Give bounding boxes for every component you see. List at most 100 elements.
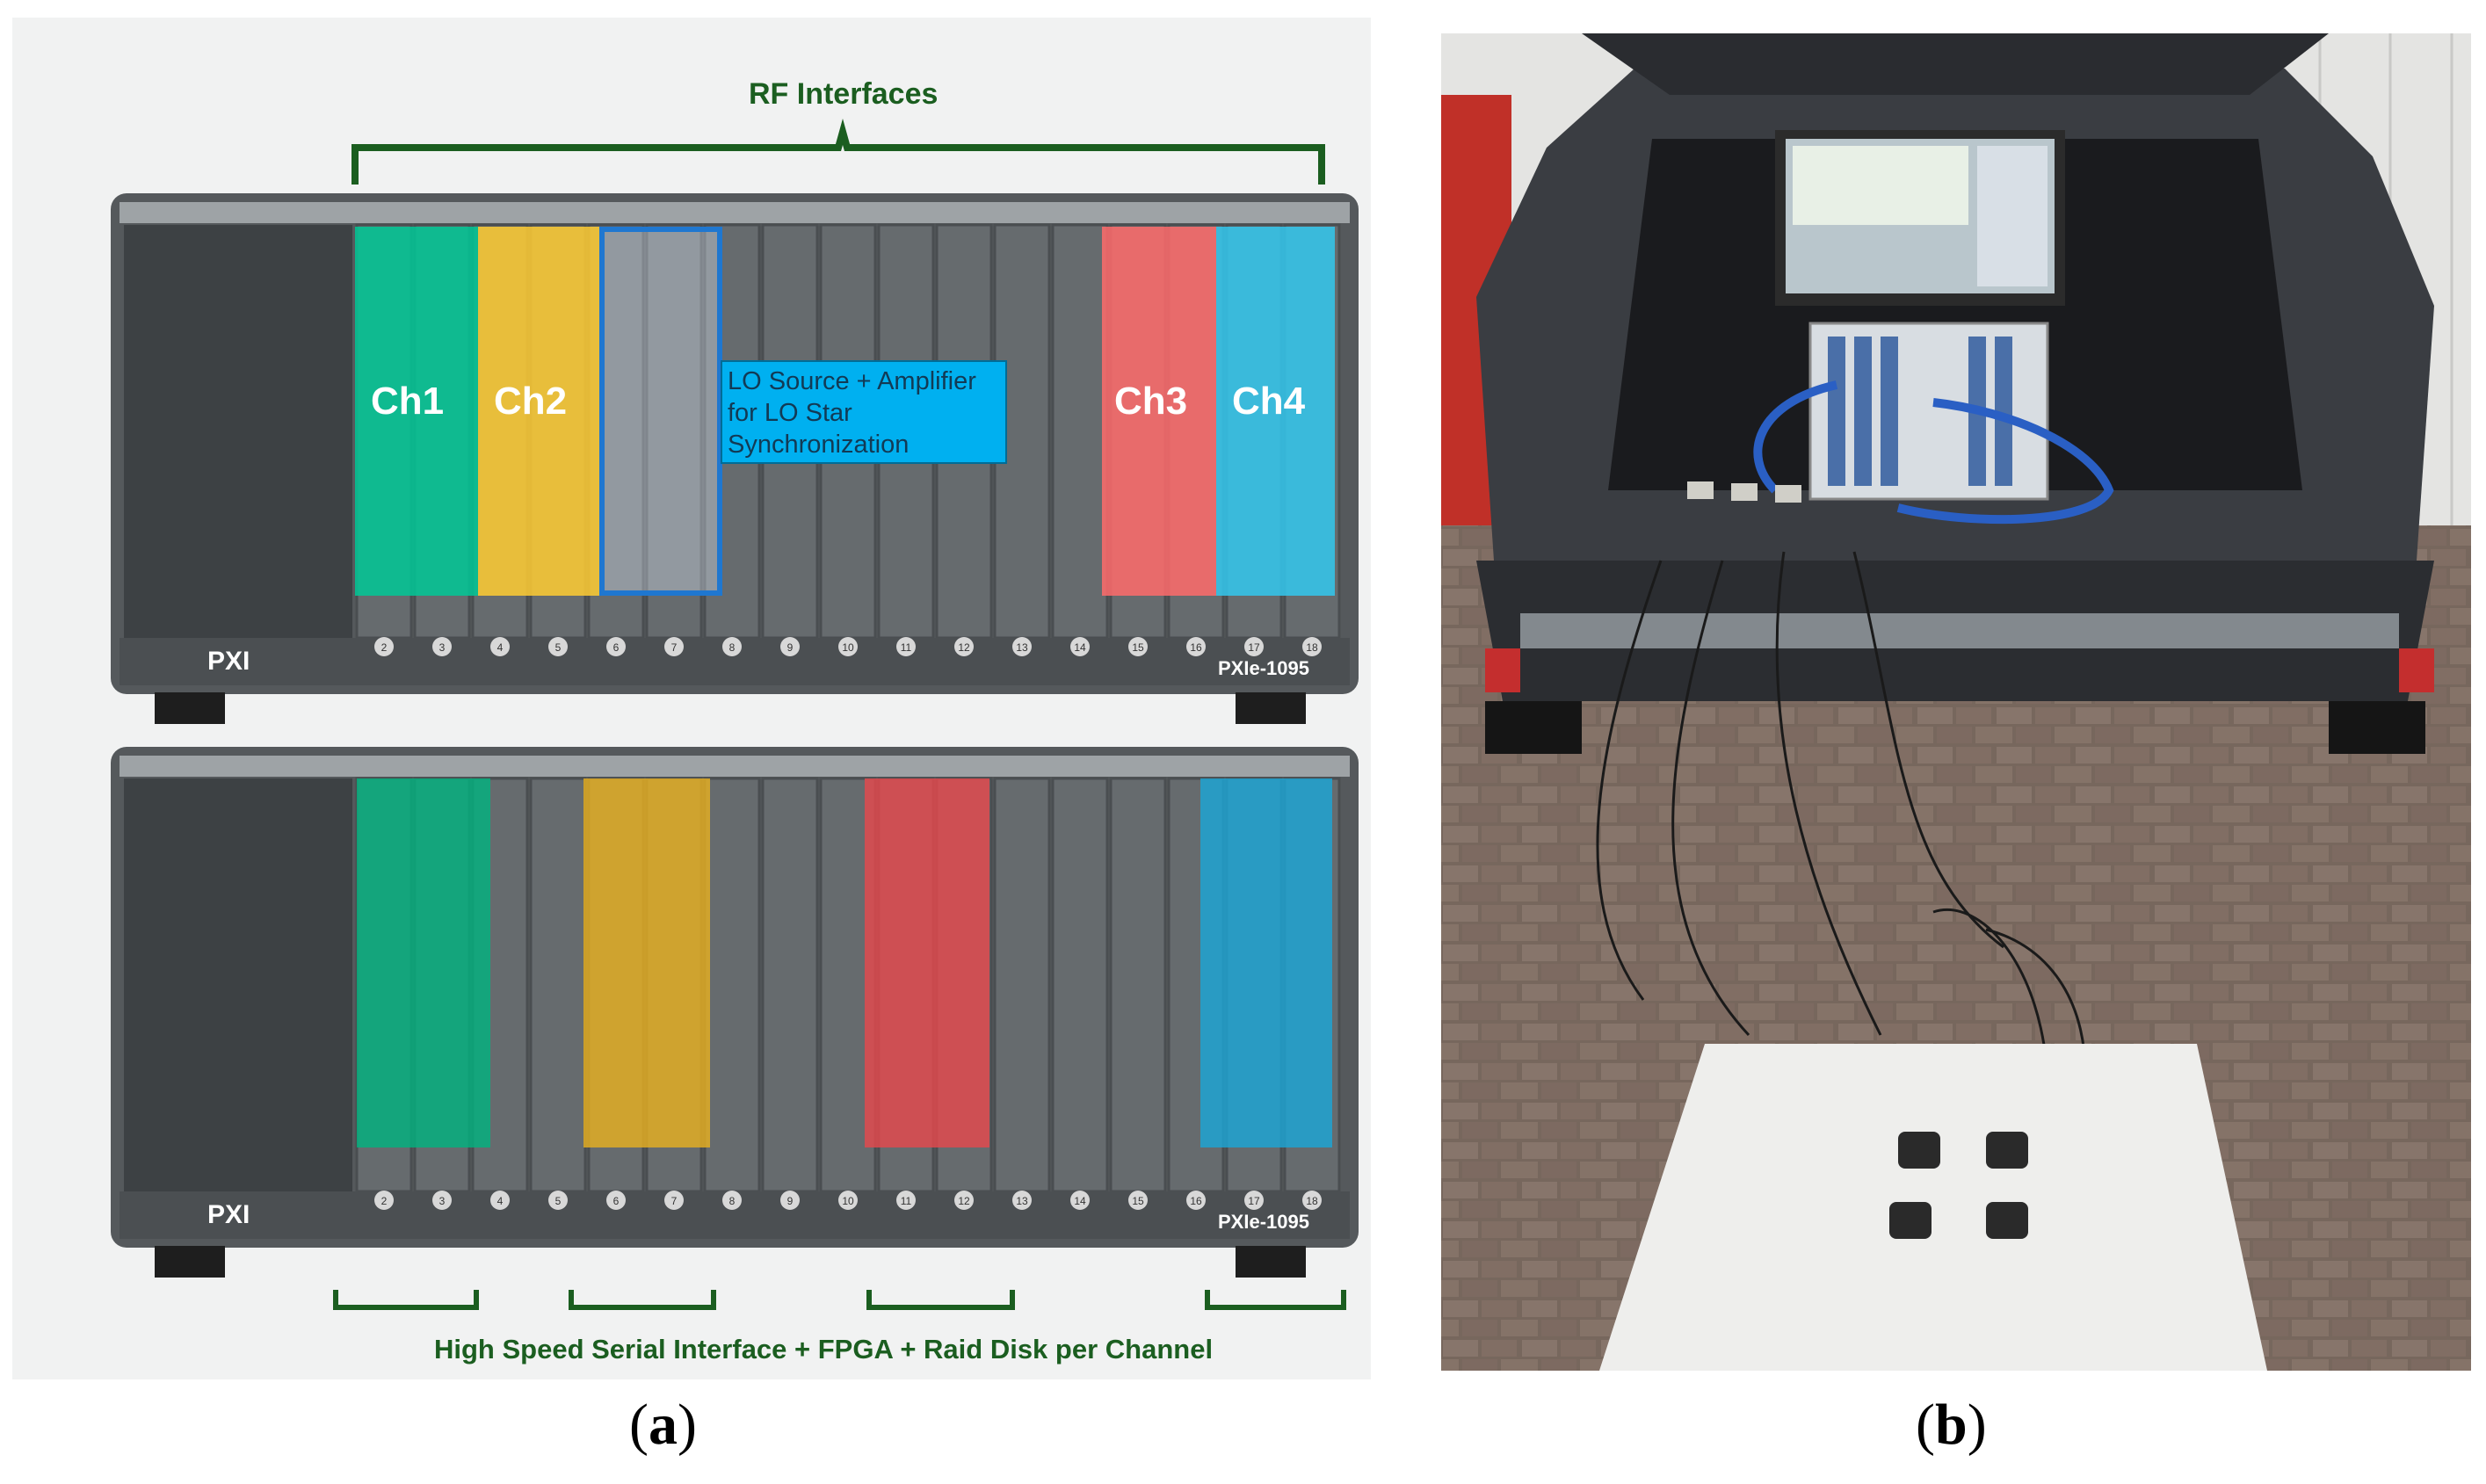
lo-module-highlight [599,227,722,596]
chassis-bottom-slot-number: 5 [555,1195,562,1207]
chassis-top-slot-marker [1186,637,1206,656]
caption-a: (a) [629,1393,697,1457]
chassis-bottom-slot-number: 12 [958,1195,970,1207]
chassis-top-slot [1051,223,1109,640]
fpga-overlay-ch3 [865,778,989,1147]
chassis-bottom-slot-marker [954,1191,974,1210]
chassis-bottom-foot-left [155,1246,225,1278]
channel-overlay-ch3 [1102,227,1216,596]
lo-box-line2: for LO Star [728,399,852,427]
chassis-bottom-slot [1051,777,1109,1193]
chassis-bottom-slot-number: 16 [1190,1195,1202,1207]
chassis-top-slot-marker [548,637,568,656]
lo-box-line1: LO Source + Amplifier [728,367,976,395]
chassis-bottom-controller [124,778,352,1191]
chassis-top-slot-marker [780,637,800,656]
channel-overlay-ch2 [478,227,601,596]
chassis-top-slot-marker [1244,637,1264,656]
chassis-top-slot-number: 14 [1074,641,1086,654]
chassis-bottom-slot-number: 7 [671,1195,678,1207]
chassis-top-slot-number: 7 [671,641,678,654]
caption-b: (b) [1916,1393,1987,1457]
chassis-bottom-slot-marker [1012,1191,1032,1210]
chassis-bottom-model: PXIe-1095 [1218,1211,1309,1233]
chassis-bottom-slot-marker [490,1191,510,1210]
chassis-bottom-slot-marker [838,1191,858,1210]
chassis-bottom-slot-marker [722,1191,742,1210]
chassis-bottom-slot-number: 6 [613,1195,620,1207]
panel-b-car-photo [1441,33,2471,1371]
chassis-top-slot-marker [1128,637,1148,656]
chassis-top-slot-number: 16 [1190,641,1202,654]
chassis-bottom-slot-number: 14 [1074,1195,1086,1207]
chassis-bottom-slot-marker [1128,1191,1148,1210]
chassis-top-foot-left [155,692,225,724]
bottom-label: High Speed Serial Interface + FPGA + Rai… [434,1334,1214,1365]
channel-label-ch4: Ch4 [1232,380,1306,423]
chassis-bottom-slot [703,777,761,1193]
chassis-top-slot-number: 17 [1248,641,1260,654]
lo-box-line3: Synchronization [728,431,910,459]
fpga-overlay-ch2 [583,778,710,1147]
chassis-bottom-slot-number: 18 [1306,1195,1318,1207]
lo-source-box: LO Source + Amplifier for LO Star Synchr… [721,360,1007,464]
chassis-bottom-slot-marker [548,1191,568,1210]
chassis-top-top-rail [120,202,1350,223]
chassis-top-slot-number: 6 [613,641,620,654]
chassis-bottom-slot-marker [1302,1191,1322,1210]
chassis-top-controller [124,225,352,638]
chassis-top-slot-number: 13 [1016,641,1028,654]
car-trunk-illustration [1441,33,2471,1371]
chassis-bottom-slot-number: 15 [1132,1195,1144,1207]
chassis-bottom-slot-number: 2 [381,1195,388,1207]
chassis-top-slot-marker [490,637,510,656]
chassis-top-slot-marker [432,637,452,656]
chassis-top-slot-number: 5 [555,641,562,654]
chassis-top-slot-number: 2 [381,641,388,654]
chassis-bottom-slot-number: 11 [901,1195,912,1207]
chassis-top-slot-marker [664,637,684,656]
fpga-overlay-ch1 [357,778,490,1147]
chassis-top-model: PXIe-1095 [1218,657,1309,679]
chassis-bottom-slot-marker [606,1191,626,1210]
channel-overlay-ch4 [1216,227,1335,596]
chassis-top-slot-marker [1070,637,1090,656]
chassis-bottom-slot-number: 3 [439,1195,446,1207]
chassis-bottom-slot-number: 17 [1248,1195,1260,1207]
chassis-top-foot-right [1236,692,1306,724]
channel-label-ch1: Ch1 [371,380,445,423]
chassis-bottom-slot-marker [780,1191,800,1210]
chassis-top-slot-marker [896,637,916,656]
bottom-brackets [333,1290,1346,1310]
chassis-bottom-slot-marker [1244,1191,1264,1210]
chassis-top-slot-number: 15 [1132,641,1144,654]
chassis-bottom-slot-number: 9 [787,1195,794,1207]
chassis-bottom-slot-marker [1186,1191,1206,1210]
chassis-top-slot-marker [606,637,626,656]
chassis-top-slot-number: 8 [729,641,736,654]
chassis-bottom-slot [1109,777,1167,1193]
fpga-overlay-ch4 [1200,778,1332,1147]
chassis-bottom-slot [761,777,819,1193]
chassis-top-slot-marker [722,637,742,656]
chassis-top-slot-marker [838,637,858,656]
chassis-top-slot-marker [1302,637,1322,656]
chassis-bottom-slot [993,777,1051,1193]
chassis-top-slot-number: 4 [497,641,504,654]
chassis-top-slot-marker [374,637,394,656]
rf-interfaces-bracket [352,119,1325,185]
channel-overlay-ch1 [355,227,478,596]
chassis-top-slot-marker [1012,637,1032,656]
chassis-bottom-top-rail [120,756,1350,777]
channel-label-ch3: Ch3 [1114,380,1188,423]
chassis-bottom-slot-number: 4 [497,1195,504,1207]
chassis-top-slot-number: 11 [901,641,912,654]
chassis-bottom-slot-number: 10 [842,1195,854,1207]
chassis-bottom-slot [529,777,587,1193]
chassis-bottom-slot-marker [432,1191,452,1210]
caption-a-letter: a [648,1393,678,1457]
channel-label-ch2: Ch2 [494,380,568,423]
rf-interfaces-label: RF Interfaces [749,77,939,111]
chassis-bottom-slot-number: 13 [1016,1195,1028,1207]
